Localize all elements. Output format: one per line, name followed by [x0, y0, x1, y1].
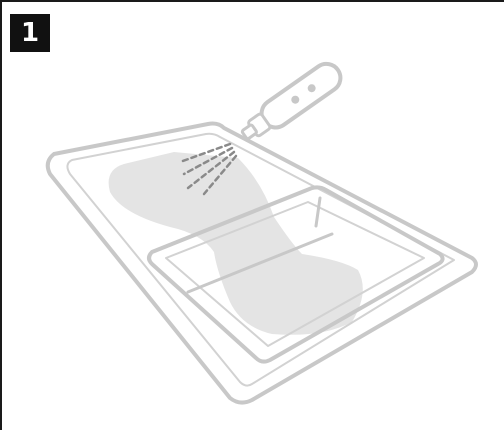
paint-well-edge — [316, 198, 320, 226]
nozzle-tip — [242, 124, 258, 139]
nozzle-handle — [256, 58, 346, 133]
spray-nozzle — [236, 58, 345, 146]
